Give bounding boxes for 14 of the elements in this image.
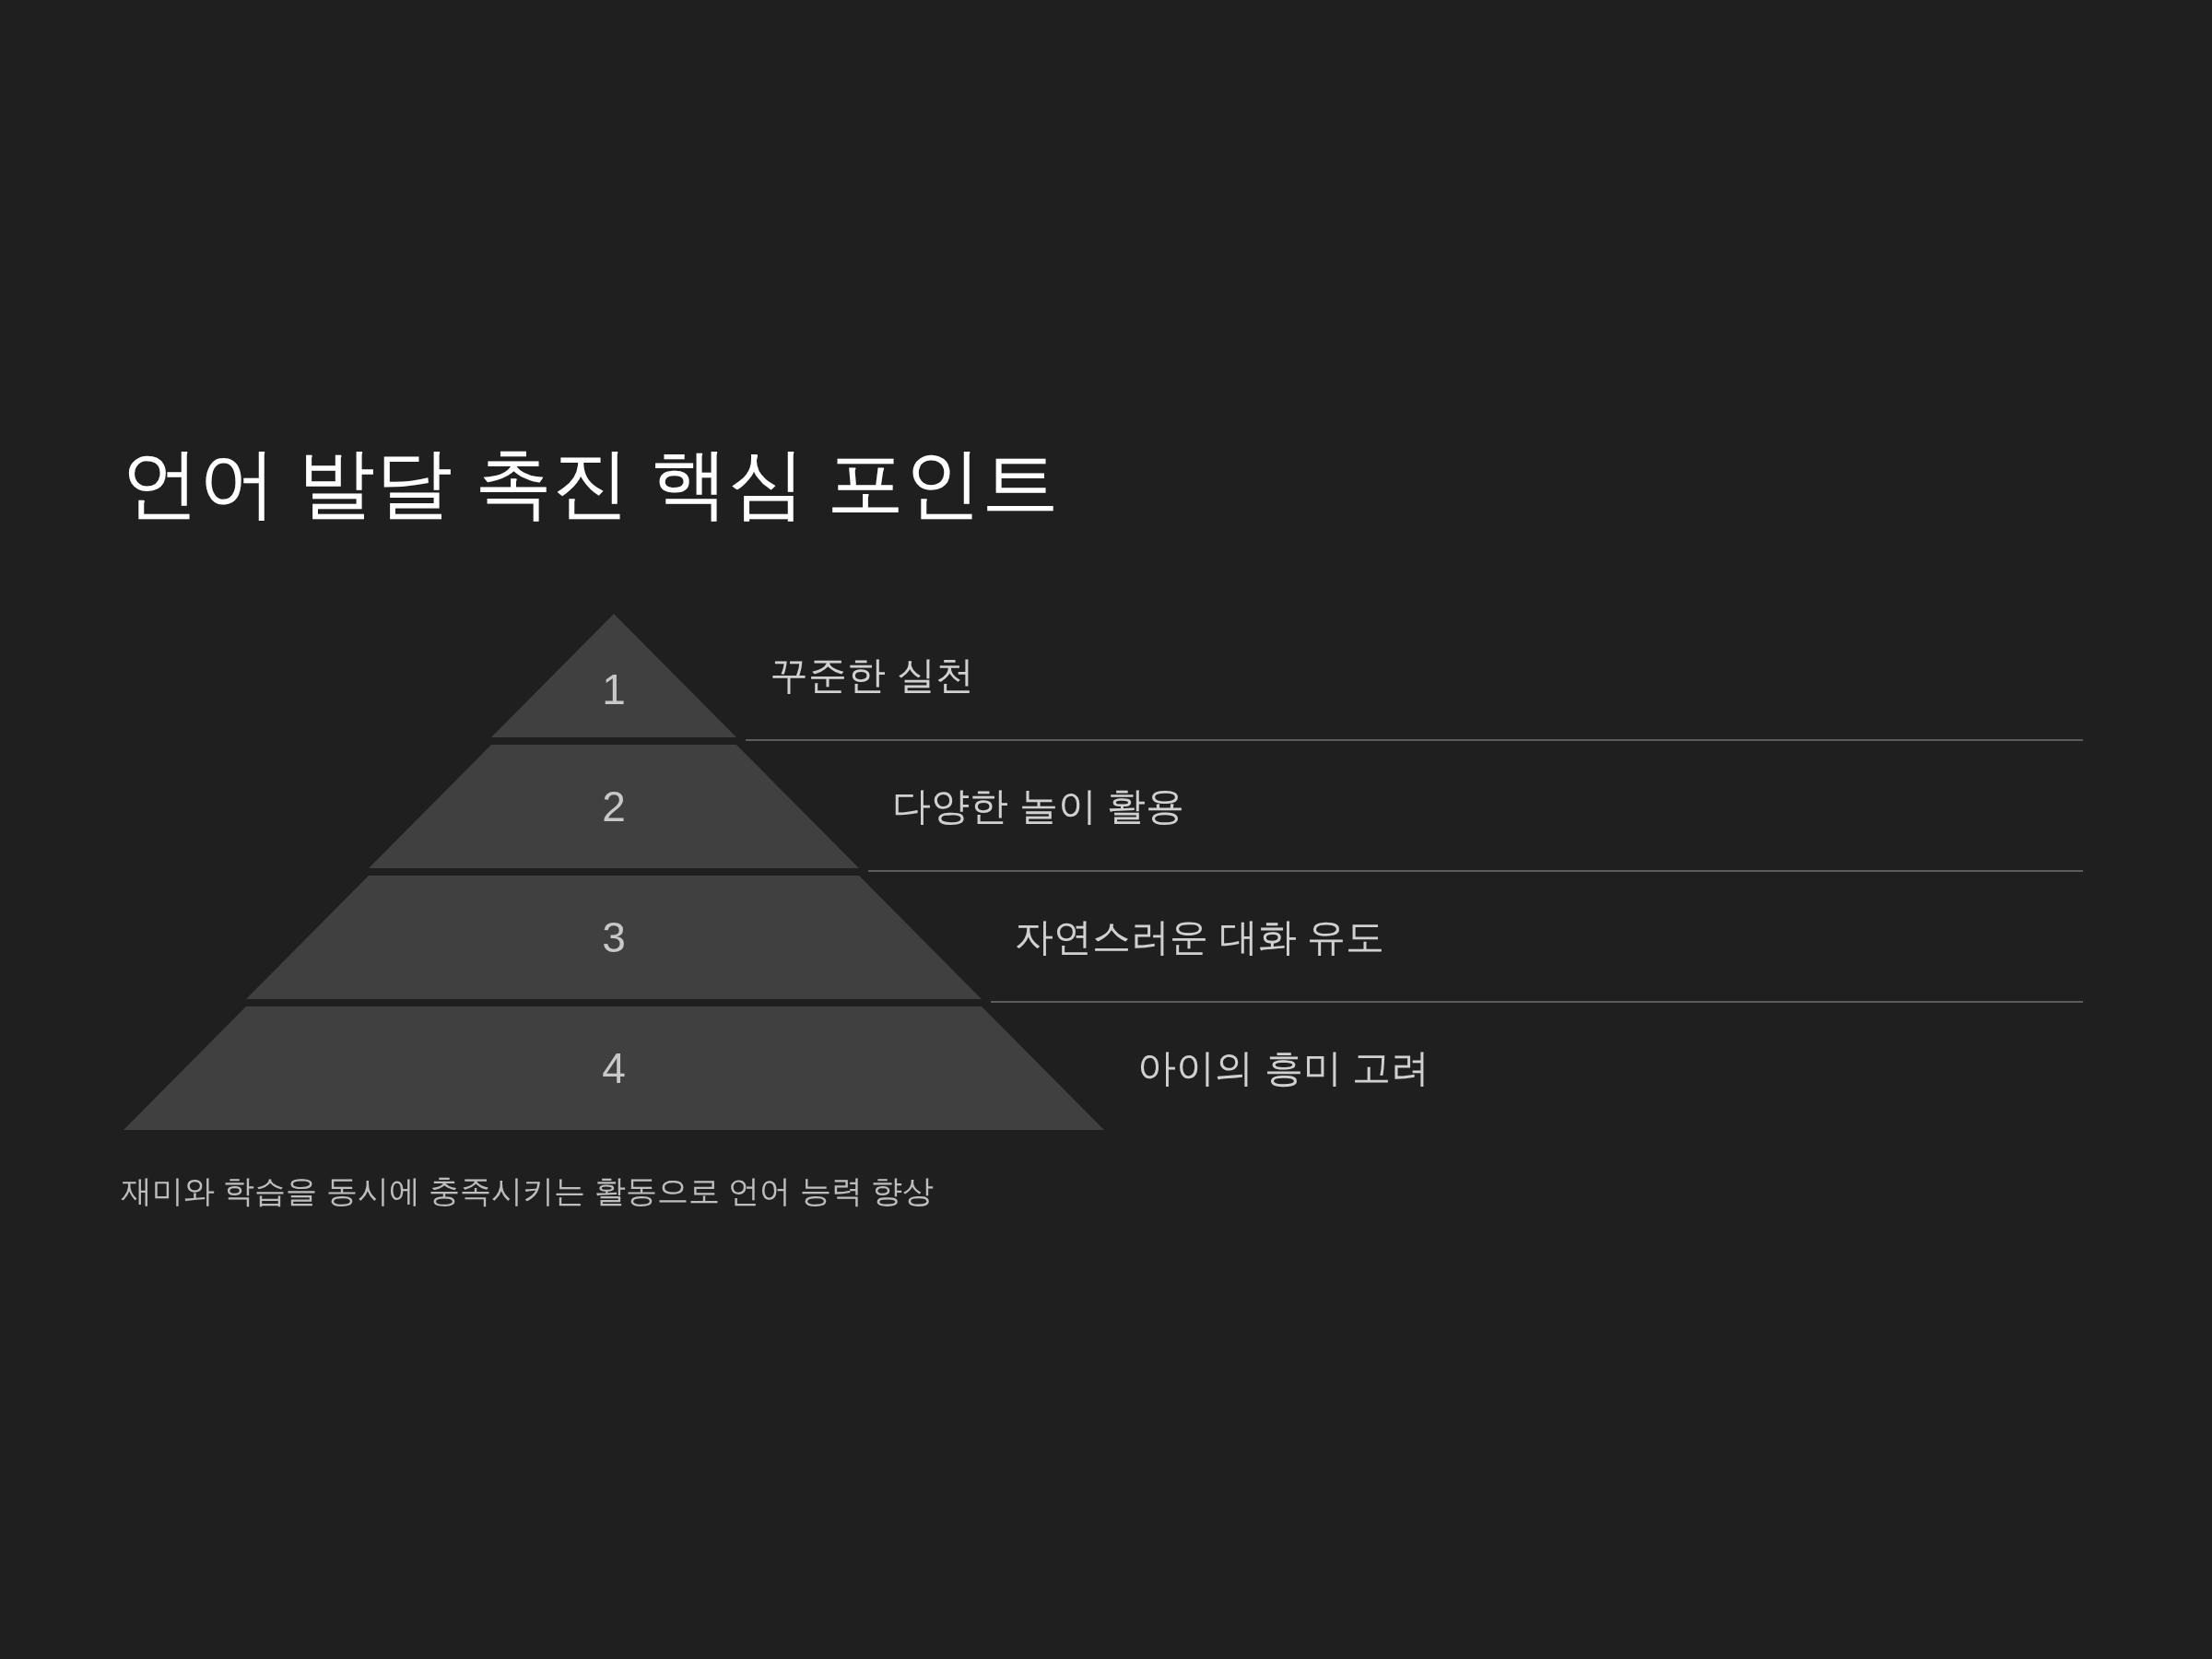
pyramid-tier: [246, 876, 982, 999]
tier-label: 자연스러운 대화 유도: [1015, 913, 1385, 960]
tier-number: 3: [602, 913, 626, 961]
tier-label: 꾸준한 실천: [770, 652, 974, 699]
pyramid-tier: [491, 614, 736, 737]
pyramid-tier: [369, 745, 859, 868]
tier-number: 4: [602, 1044, 626, 1092]
tier-number: 1: [602, 665, 626, 713]
title: 언어 발달 촉진 핵심 포인트: [122, 441, 1060, 526]
caption: 재미와 학습을 동시에 충족시키는 활동으로 언어 능력 향상: [121, 1172, 935, 1210]
tier-number: 2: [602, 782, 626, 830]
pyramid-tier: [124, 1006, 1104, 1130]
tier-label: 다양한 놀이 활용: [892, 782, 1185, 830]
tier-label: 아이의 흥미 고려: [1137, 1044, 1430, 1091]
